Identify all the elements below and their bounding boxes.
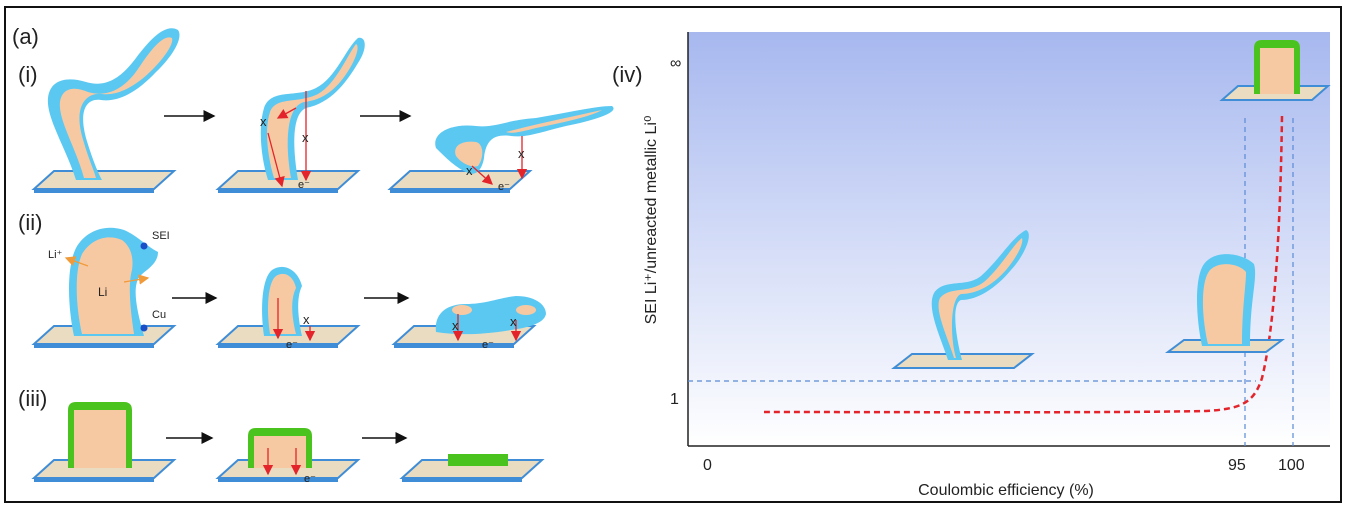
panel-ii-step1: SEI Li⁺ Li Cu <box>33 227 175 349</box>
li-ion-label: Li⁺ <box>48 249 63 261</box>
sei-label: SEI <box>152 230 170 242</box>
x-axis-label: Coulombic efficiency (%) <box>918 482 1094 499</box>
li-label: Li <box>98 285 107 299</box>
electron-label: e⁻ <box>498 181 510 193</box>
panel-ii-label: (ii) <box>18 210 42 235</box>
ce-curve <box>763 115 1284 414</box>
figure-label: (a) <box>12 24 39 49</box>
y-tick-inf: ∞ <box>670 55 681 72</box>
panel-i-step2: x x e⁻ <box>217 37 365 194</box>
block-mark: x <box>518 146 525 161</box>
electron-label: e⁻ <box>286 339 298 351</box>
electron-label: e⁻ <box>298 179 310 191</box>
cu-label: Cu <box>152 309 166 321</box>
chart-iv: (iv) ∞ 1 0 95 100 Coulombic efficiency (… <box>612 32 1331 499</box>
x-tick-95: 95 <box>1228 457 1246 474</box>
x-tick-100: 100 <box>1278 457 1305 474</box>
electron-label: e⁻ <box>482 339 494 351</box>
block-mark: x <box>452 318 459 333</box>
panel-iv-label: (iv) <box>612 62 643 87</box>
y-axis-label: SEI Li⁺/unreacted metallic Li⁰ <box>643 116 660 325</box>
block-mark: x <box>510 314 517 329</box>
mossy-illustration <box>1165 254 1285 353</box>
electron-label: e⁻ <box>304 473 316 485</box>
x-tick-0: 0 <box>703 457 712 474</box>
panel-iii-step3 <box>401 454 543 483</box>
figure-frame: (a) (i) x x e⁻ x x e⁻ (ii) <box>4 6 1342 503</box>
panel-i-step3: x x e⁻ <box>389 106 614 194</box>
panel-iii-label: (iii) <box>18 386 47 411</box>
panel-ii-step3: x x e⁻ <box>393 296 546 351</box>
block-mark: x <box>302 130 309 145</box>
panel-i-label: (i) <box>18 62 38 87</box>
y-tick-1: 1 <box>670 391 679 408</box>
block-mark: x <box>260 114 267 129</box>
dendrite-illustration <box>891 230 1035 369</box>
block-mark: x <box>303 312 310 327</box>
panel-i-step1 <box>33 28 180 194</box>
block-mark: x <box>466 163 473 178</box>
coated-illustration <box>1219 40 1331 101</box>
panel-ii-step2: x e⁻ <box>217 266 359 351</box>
panel-iii-step1 <box>33 402 175 483</box>
panel-iii-step2: e⁻ <box>217 428 359 485</box>
figure-canvas: (a) (i) x x e⁻ x x e⁻ (ii) <box>12 24 1331 499</box>
